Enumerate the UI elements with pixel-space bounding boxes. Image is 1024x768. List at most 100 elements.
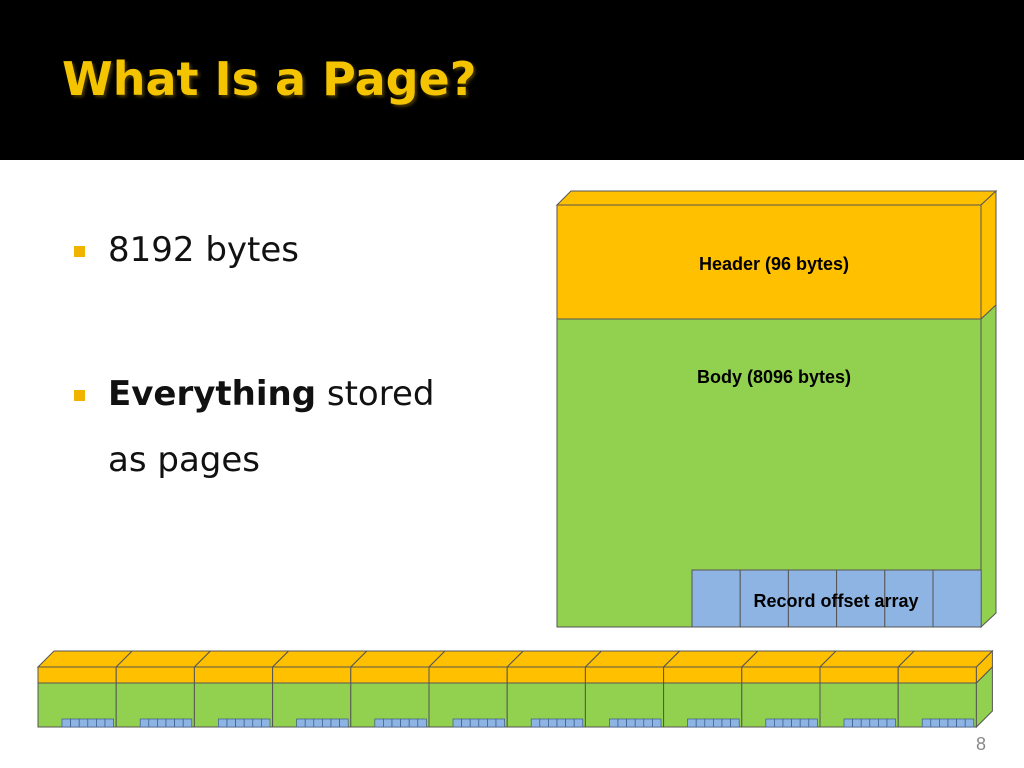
mini-offset-cell: [391, 718, 401, 728]
mini-page: [818, 650, 916, 728]
mini-offset-cell: [330, 718, 340, 728]
mini-offset-cell: [799, 718, 810, 728]
mini-offset-cell: [78, 718, 89, 728]
mini-page-header: [115, 666, 195, 684]
mini-offset-cell: [687, 718, 697, 728]
mini-offset-cell: [539, 718, 549, 728]
mini-offset-cell: [226, 718, 236, 728]
mini-offset-cell: [400, 718, 410, 728]
mini-offset-cell: [939, 718, 949, 728]
mini-offset-cell: [704, 718, 714, 728]
mini-page-header: [741, 666, 821, 684]
slide-title: What Is a Page?: [62, 52, 477, 106]
mini-page: [896, 650, 994, 728]
mini-offset-cell: [252, 718, 262, 728]
mini-offset-cell: [374, 718, 384, 728]
mini-offset-cell: [730, 718, 740, 728]
mini-offset-cell: [461, 718, 471, 728]
mini-page-header: [897, 666, 977, 684]
page-side-face-header: [980, 189, 997, 321]
mini-offset-cell: [573, 718, 584, 728]
mini-page: [584, 650, 681, 728]
page-side-face-body: [980, 303, 997, 629]
mini-offset-cell: [304, 718, 315, 728]
mini-page: [271, 650, 369, 728]
mini-offset-cell: [930, 718, 940, 728]
mini-offset-cell: [530, 718, 541, 728]
mini-offset-cell: [478, 718, 488, 728]
mini-offset-cell: [652, 718, 662, 728]
mini-offset-cell: [921, 718, 932, 728]
offset-cell: [739, 569, 789, 628]
mini-page: [114, 650, 212, 728]
page-number: 8: [975, 734, 986, 754]
mini-offset-cell: [165, 718, 175, 728]
mini-offset-cell: [852, 718, 862, 728]
mini-offset-cell: [634, 718, 645, 728]
mini-page-header: [272, 666, 352, 684]
mini-offset-cell: [96, 718, 106, 728]
mini-page-header: [506, 666, 586, 684]
bullet-item: 8192 bytes: [72, 230, 492, 270]
mini-page-header: [663, 666, 743, 684]
title-bar: [0, 0, 1024, 160]
mini-offset-cell: [495, 718, 505, 728]
mini-offset-cell: [322, 718, 332, 728]
mini-offset-cell: [174, 718, 184, 728]
mini-offset-cell: [626, 718, 636, 728]
mini-offset-cell: [565, 718, 575, 728]
mini-offset-cell: [243, 718, 254, 728]
mini-offset-cell: [791, 718, 801, 728]
mini-page-header: [350, 666, 430, 684]
mini-offset-cell: [452, 718, 462, 728]
mini-page: [36, 650, 134, 728]
mini-offset-cell: [61, 718, 71, 728]
mini-page-header: [428, 666, 508, 684]
mini-offset-cell: [218, 718, 228, 728]
offset-cell: [836, 569, 886, 628]
mini-page: [427, 650, 525, 728]
mini-page-header: [193, 666, 274, 684]
mini-offset-cell: [104, 718, 114, 728]
mini-offset-cell: [782, 718, 792, 728]
mini-offset-cell: [643, 718, 653, 728]
mini-page-header: [819, 666, 899, 684]
mini-offset-cell: [182, 718, 193, 728]
mini-offset-cell: [843, 718, 853, 728]
bullet-continuation: as pages: [108, 440, 260, 480]
mini-offset-cell: [695, 718, 706, 728]
mini-offset-cell: [548, 718, 558, 728]
mini-offset-cell: [556, 718, 566, 728]
bullet-square-icon: [74, 390, 85, 401]
mini-offset-cell: [70, 718, 80, 728]
mini-page-header: [584, 666, 665, 684]
record-offset-array: [691, 569, 982, 628]
bullet-text: stored: [326, 374, 435, 414]
mini-offset-cell: [878, 718, 888, 728]
mini-offset-cell: [721, 718, 731, 728]
mini-page: [193, 650, 290, 728]
offset-cell: [932, 569, 982, 628]
mini-offset-cell: [765, 718, 775, 728]
offset-cell: [691, 569, 741, 628]
mini-offset-cell: [609, 718, 619, 728]
mini-offset-cell: [339, 718, 349, 728]
mini-offset-cell: [408, 718, 419, 728]
mini-page: [349, 650, 447, 728]
mini-offset-cell: [964, 718, 975, 728]
mini-page: [740, 650, 838, 728]
mini-offset-cell: [139, 718, 150, 728]
mini-offset-cell: [313, 718, 323, 728]
page-top-face: [555, 190, 998, 206]
mini-offset-cell: [487, 718, 497, 728]
mini-offset-cell: [87, 718, 97, 728]
mini-offset-cell: [886, 718, 896, 728]
mini-offset-cell: [157, 718, 167, 728]
mini-offset-cell: [774, 718, 784, 728]
bullet-square-icon: [74, 246, 85, 257]
offset-cell: [787, 569, 838, 628]
mini-offset-cell: [383, 718, 393, 728]
mini-offset-cell: [956, 718, 966, 728]
mini-offset-cell: [148, 718, 158, 728]
